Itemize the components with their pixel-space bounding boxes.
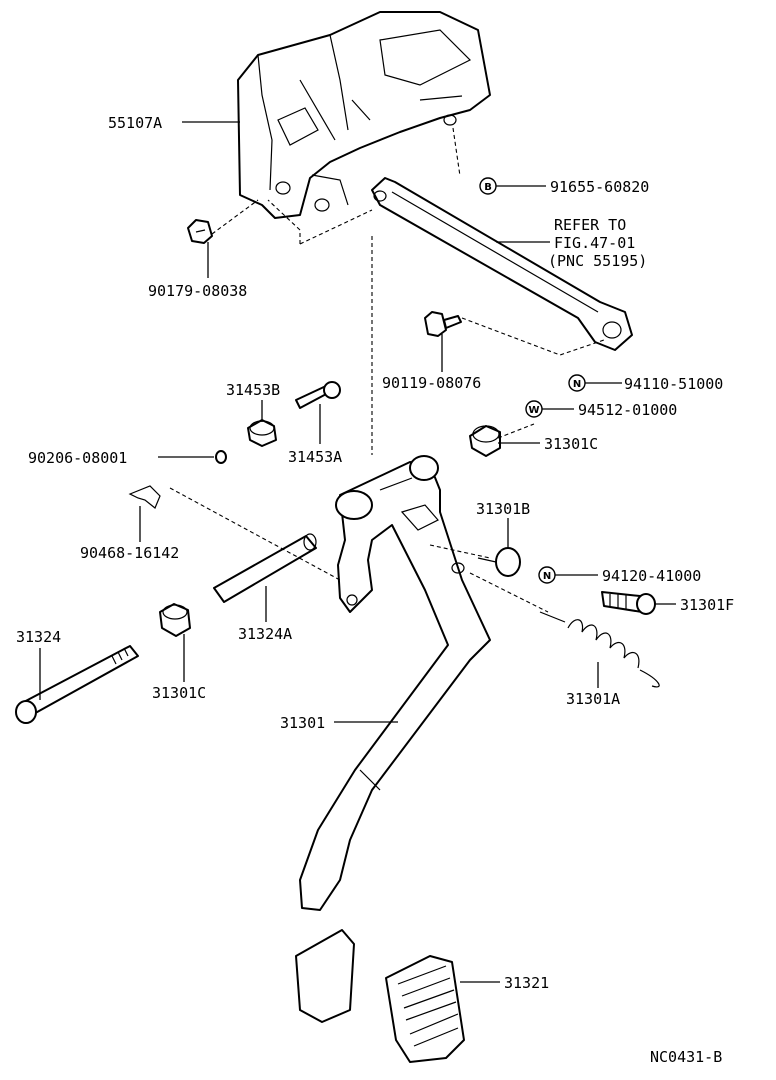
- label-55107a: 55107A: [108, 114, 162, 132]
- label-94110-51000: 94110-51000: [624, 375, 723, 393]
- pedal-pad-mount: [295, 929, 355, 1023]
- label-31324: 31324: [16, 628, 61, 646]
- washer-w-icon: W: [525, 400, 543, 418]
- label-31301f: 31301F: [680, 596, 734, 614]
- label-31324a: 31324A: [238, 625, 292, 643]
- bolt-31324: [15, 645, 139, 724]
- figure-code: NC0431-B: [650, 1048, 722, 1066]
- bolt-90119: [424, 311, 462, 337]
- bolt-31301f: [601, 591, 656, 615]
- svg-text:B: B: [484, 182, 492, 193]
- label-94120-41000: 94120-41000: [602, 567, 701, 585]
- svg-text:N: N: [543, 571, 551, 582]
- label-31321: 31321: [504, 974, 549, 992]
- bushing-31301c-top: [469, 425, 501, 457]
- label-90468-16142: 90468-16142: [80, 544, 179, 562]
- bolt-b-icon: B: [479, 177, 497, 195]
- pin-90468: [128, 485, 161, 509]
- label-90179-08038: 90179-08038: [148, 282, 247, 300]
- stopper-31301b: [477, 547, 521, 577]
- bolt-90179: [187, 219, 213, 244]
- clip-90206: [215, 450, 227, 464]
- pin-31453a: [295, 381, 341, 409]
- label-31453a: 31453A: [288, 448, 342, 466]
- label-refer-line3: (PNC 55195): [548, 252, 647, 270]
- part-labels: 55107A 91655-60820 REFER TO FIG.47-01 (P…: [16, 114, 734, 1066]
- label-refer-line1: REFER TO: [554, 216, 626, 234]
- cushion-31453b: [247, 419, 277, 447]
- svg-text:N: N: [573, 379, 581, 390]
- label-90206-08001: 90206-08001: [28, 449, 127, 467]
- nut-n-icon: N: [568, 374, 586, 392]
- label-90119-08076: 90119-08076: [382, 374, 481, 392]
- clevis-rod: [371, 177, 633, 351]
- label-31453b: 31453B: [226, 381, 280, 399]
- pedal-bracket: [237, 11, 491, 219]
- symbol-markers: B N W N: [479, 177, 586, 584]
- label-31301c-left: 31301C: [152, 684, 206, 702]
- label-refer-line2: FIG.47-01: [554, 234, 635, 252]
- assembly-dashes: [169, 127, 605, 613]
- label-31301: 31301: [280, 714, 325, 732]
- label-91655-60820: 91655-60820: [550, 178, 649, 196]
- pedal-arm: [299, 455, 491, 911]
- nut-n-icon: N: [538, 566, 556, 584]
- leader-lines: [39, 121, 676, 983]
- label-31301b: 31301B: [476, 500, 530, 518]
- bushing-31301c-left: [159, 603, 191, 637]
- collar-31324a: [213, 533, 317, 603]
- label-31301c-top: 31301C: [544, 435, 598, 453]
- pedal-pad-31321: [385, 955, 465, 1063]
- svg-text:W: W: [528, 405, 539, 416]
- label-31301a: 31301A: [566, 690, 620, 708]
- return-spring-31301a: [539, 611, 660, 688]
- label-94512-01000: 94512-01000: [578, 401, 677, 419]
